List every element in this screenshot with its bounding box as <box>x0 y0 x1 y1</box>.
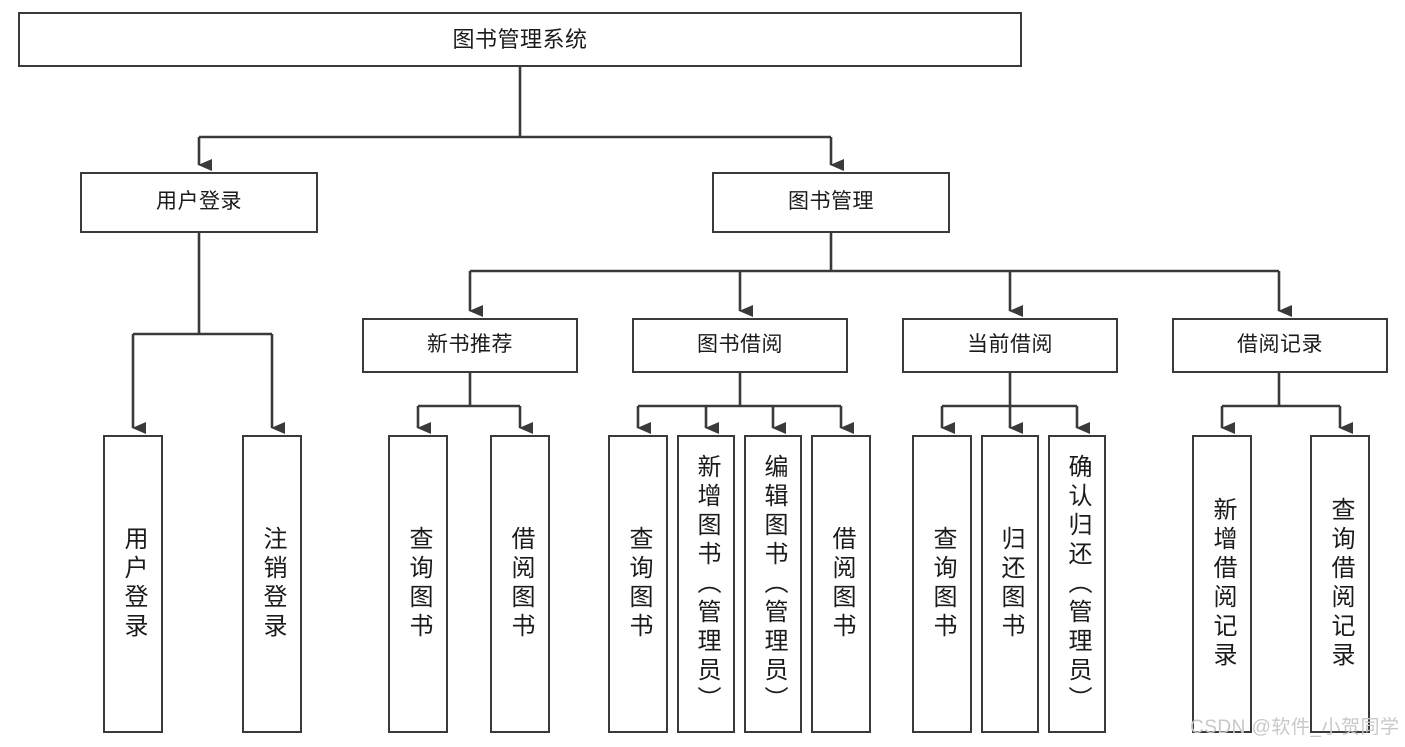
node-label: 编辑图书（管理员） <box>760 453 787 715</box>
node-leaf-add-book[interactable]: 新增图书（管理员） <box>677 435 735 733</box>
node-label: 图书管理系统 <box>452 26 588 52</box>
node-label: 图书管理 <box>788 190 874 214</box>
node-label: 查询借阅记录 <box>1327 497 1354 671</box>
node-current-borrow[interactable]: 当前借阅 <box>902 318 1118 373</box>
node-label: 新增图书（管理员） <box>693 453 720 715</box>
node-book-management-system[interactable]: 图书管理系统 <box>18 12 1022 67</box>
node-label: 新书推荐 <box>427 333 513 357</box>
node-leaf-user-login[interactable]: 用户登录 <box>103 435 163 733</box>
node-label: 借阅记录 <box>1237 333 1323 357</box>
node-label: 查询图书 <box>405 526 432 642</box>
node-leaf-query-book-3[interactable]: 查询图书 <box>912 435 972 733</box>
node-user-login[interactable]: 用户登录 <box>80 172 318 233</box>
node-leaf-query-book-1[interactable]: 查询图书 <box>388 435 448 733</box>
node-leaf-borrow-book-2[interactable]: 借阅图书 <box>811 435 871 733</box>
node-label: 当前借阅 <box>967 333 1053 357</box>
node-label: 图书借阅 <box>697 333 783 357</box>
node-label: 确认归还（管理员） <box>1064 453 1091 715</box>
node-label: 借阅图书 <box>828 526 855 642</box>
node-leaf-query-book-2[interactable]: 查询图书 <box>608 435 668 733</box>
node-label: 新增借阅记录 <box>1209 497 1236 671</box>
node-label: 用户登录 <box>120 526 147 642</box>
node-label: 注销登录 <box>259 526 286 642</box>
node-label: 查询图书 <box>625 526 652 642</box>
node-leaf-confirm-return[interactable]: 确认归还（管理员） <box>1048 435 1106 733</box>
node-leaf-logout[interactable]: 注销登录 <box>242 435 302 733</box>
node-label: 用户登录 <box>156 190 242 214</box>
node-leaf-return-book[interactable]: 归还图书 <box>981 435 1039 733</box>
node-book-manage[interactable]: 图书管理 <box>712 172 950 233</box>
node-label: 借阅图书 <box>507 526 534 642</box>
node-borrow-record[interactable]: 借阅记录 <box>1172 318 1388 373</box>
node-new-book-recommend[interactable]: 新书推荐 <box>362 318 578 373</box>
node-leaf-query-record[interactable]: 查询借阅记录 <box>1310 435 1370 733</box>
node-book-borrow[interactable]: 图书借阅 <box>632 318 848 373</box>
node-label: 归还图书 <box>997 526 1024 642</box>
csdn-watermark: CSDN @软件_小贺同学 <box>1190 717 1400 738</box>
node-leaf-edit-book[interactable]: 编辑图书（管理员） <box>744 435 802 733</box>
node-leaf-add-record[interactable]: 新增借阅记录 <box>1192 435 1252 733</box>
node-label: 查询图书 <box>929 526 956 642</box>
node-leaf-borrow-book-1[interactable]: 借阅图书 <box>490 435 550 733</box>
